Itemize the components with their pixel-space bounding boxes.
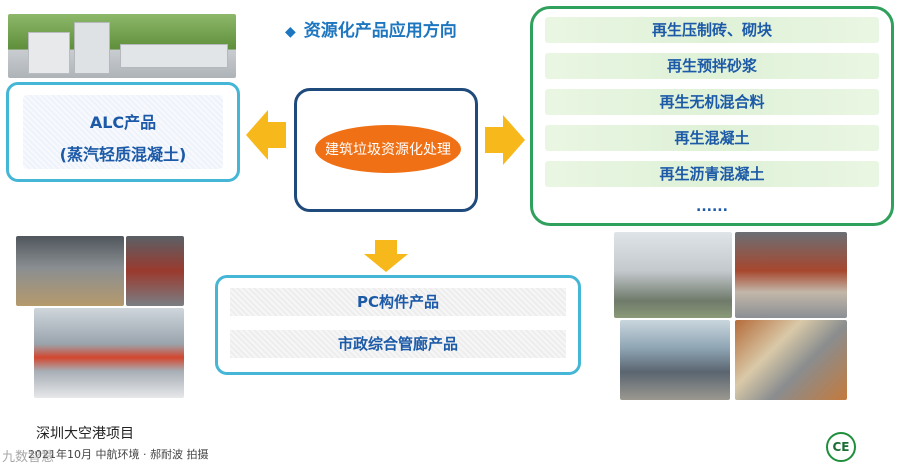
arrow-right-icon <box>485 115 525 165</box>
block-shape <box>28 32 70 74</box>
arrow-left-icon <box>246 110 286 160</box>
section-title-text: 资源化产品应用方向 <box>303 21 457 41</box>
alc-product-panel: ALC产品 (蒸汽轻质混凝土) <box>23 95 223 169</box>
list-item: 再生无机混合料 <box>545 89 879 115</box>
photo-plant-exterior <box>614 232 732 318</box>
list-item: 市政综合管廊产品 <box>230 330 566 358</box>
center-process-box: 建筑垃圾资源化处理 <box>294 88 478 212</box>
photo-site-visit <box>620 320 730 400</box>
list-item: 再生沥青混凝土 <box>545 161 879 187</box>
photo-caption: 2021年10月 中航环境 · 郝耐波 拍摄 <box>28 448 209 461</box>
list-ellipsis: ...... <box>696 199 728 215</box>
list-item: 再生预拌砂浆 <box>545 53 879 79</box>
block-shape <box>120 44 228 68</box>
photo-brick-press <box>735 232 847 318</box>
alc-product-subtitle: (蒸汽轻质混凝土) <box>59 145 187 164</box>
process-label-oval: 建筑垃圾资源化处理 <box>315 125 461 173</box>
photo-factory-1 <box>16 236 124 306</box>
pc-product-box: PC构件产品 市政综合管廊产品 <box>215 275 581 375</box>
diamond-bullet-icon: ◆ <box>285 24 296 40</box>
list-item: PC构件产品 <box>230 288 566 316</box>
alc-product-box: ALC产品 (蒸汽轻质混凝土) <box>6 82 240 182</box>
project-name: 深圳大空港项目 <box>36 426 134 442</box>
block-shape <box>74 22 110 74</box>
photo-factory-3 <box>34 308 184 398</box>
arrow-down-icon <box>364 240 408 272</box>
recycled-products-list: 再生压制砖、砌块 再生预拌砂浆 再生无机混合料 再生混凝土 再生沥青混凝土 ..… <box>530 6 894 226</box>
ce-logo-icon: CE <box>826 432 856 462</box>
photo-alc-blocks <box>8 14 236 78</box>
list-item: 再生混凝土 <box>545 125 879 151</box>
photo-factory-2 <box>126 236 184 306</box>
photo-product-samples <box>735 320 847 400</box>
watermark-text: 九数智慧 <box>2 450 55 465</box>
section-title: ◆ 资源化产品应用方向 <box>285 16 457 41</box>
alc-product-title: ALC产品 <box>89 113 157 132</box>
list-item: 再生压制砖、砌块 <box>545 17 879 43</box>
